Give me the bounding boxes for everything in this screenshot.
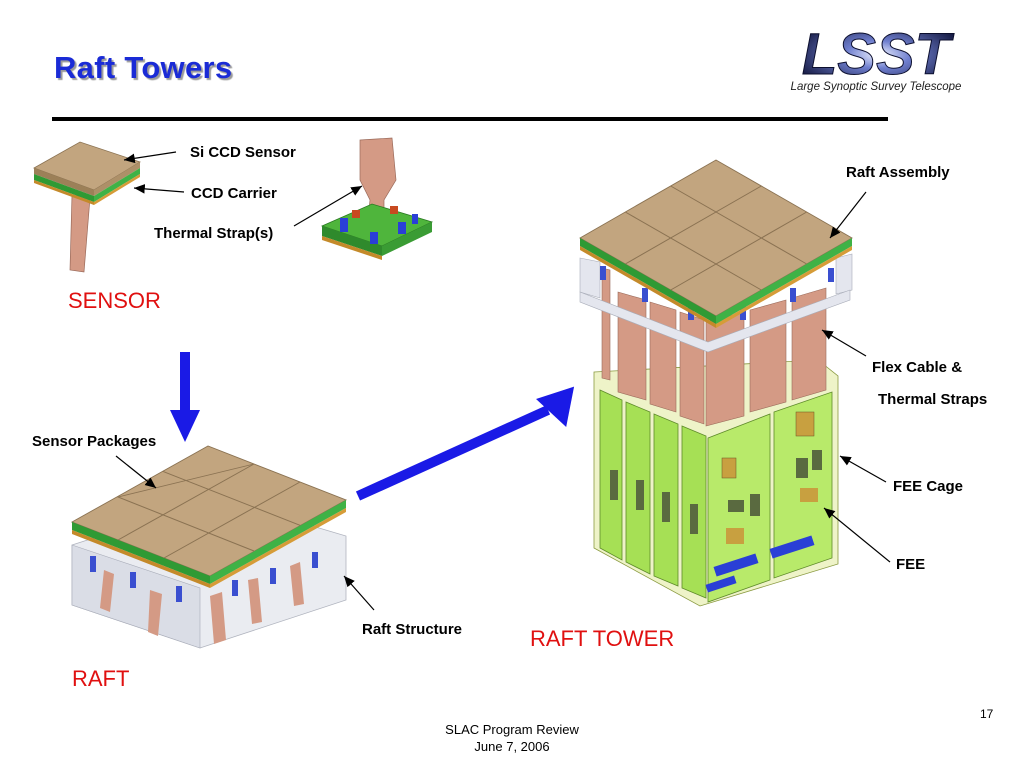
page-number: 17 [980,707,994,721]
leader-ccd-carrier [133,184,185,194]
label-fee: FEE [896,556,926,573]
lsst-logo: LSST Large Synoptic Survey Telescope [768,22,984,98]
label-raft-assembly: Raft Assembly [846,164,950,181]
raft-tower-illustration [579,159,853,607]
label-si-ccd-sensor: Si CCD Sensor [190,144,296,161]
label-raft-structure: Raft Structure [362,621,463,638]
page-title: Raft Towers [54,50,233,85]
raft-illustration [70,445,348,649]
thermal-strap-sensor-illustration [320,137,434,260]
leader-sensor-packages [115,455,157,489]
logo-tagline: Large Synoptic Survey Telescope [791,81,962,93]
sensor-illustration [33,141,141,273]
leader-raft-assembly [829,191,867,239]
leader-fee [823,507,891,563]
lsst-logo-graphic: LSST Large Synoptic Survey Telescope [791,22,962,93]
label-fee-cage: FEE Cage [893,478,964,495]
raft-to-tower-arrow [355,386,575,501]
label-raft-tower: RAFT TOWER [530,626,675,651]
label-ccd-carrier: CCD Carrier [191,185,277,202]
leader-fee-cage [839,455,887,483]
label-sensor-packages: Sensor Packages [32,433,157,450]
leader-si-ccd-sensor [123,151,177,164]
leader-raft-structure [343,575,375,611]
label-flex-cable-line1: Flex Cable & [872,359,963,376]
label-thermal-straps: Thermal Strap(s) [154,225,274,242]
footer-event: SLAC Program Review [445,722,579,737]
title-underline [52,117,888,121]
leader-flex-cable [821,329,867,357]
footer-date: June 7, 2006 [474,739,550,754]
sensor-to-raft-arrow [170,352,200,442]
label-sensor: SENSOR [68,288,161,313]
logo-letters: LSST [802,22,955,87]
label-raft: RAFT [72,666,130,691]
leader-thermal-straps [293,185,363,227]
label-flex-cable-line2: Thermal Straps [878,391,988,408]
